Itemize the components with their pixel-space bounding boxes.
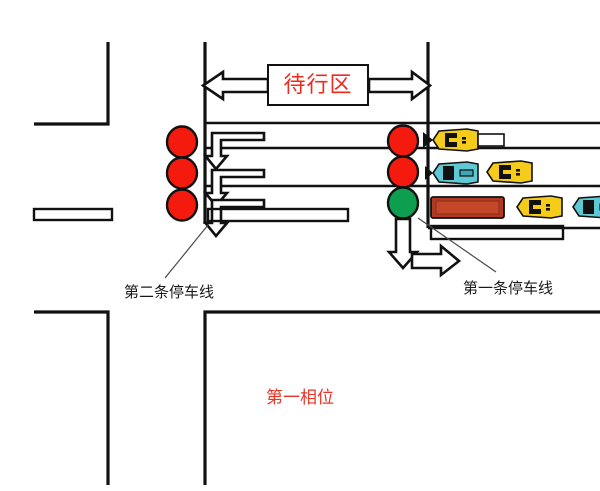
car-detail-b (462, 141, 466, 144)
second-stop-line (206, 207, 350, 223)
car-body (516, 195, 563, 219)
signal-lamp-red-1 (165, 125, 199, 159)
left-turn-arrow-lane-3 (202, 198, 266, 239)
first-stop-line-signals[interactable] (386, 124, 420, 220)
second-stop-line-signals[interactable] (165, 125, 199, 222)
car-cyan (572, 195, 600, 219)
car-windshield (499, 165, 511, 179)
waiting-zone-label: 待行区 (283, 72, 353, 97)
lane-1-vehicles (423, 128, 505, 152)
right-arrow-icon (410, 243, 462, 278)
left-turn-arrow-lane-1 (202, 131, 266, 172)
lane-3-vehicles (430, 195, 600, 219)
leader-lines (164, 217, 497, 279)
signal-lamp-red-2 (165, 156, 199, 190)
leader-second-stop-line (164, 224, 209, 279)
waiting-zone-arrows (200, 69, 433, 102)
car-heading-marker (423, 132, 433, 148)
car-detail-a (462, 137, 466, 140)
first-stop-line (429, 224, 565, 241)
car-windshield (583, 200, 594, 214)
lower-right-corner (203, 310, 600, 485)
car-trailer-box (477, 133, 505, 147)
car-detail-b (546, 208, 550, 211)
car-windshield (529, 200, 541, 214)
waiting-zone-box: 待行区 (267, 64, 369, 106)
car-detail-a (546, 204, 550, 207)
second-stop-line-label: 第二条停车线 (124, 284, 215, 301)
down-arrow-icon (386, 217, 420, 270)
first-stop-line-label: 第一条停车线 (463, 280, 554, 297)
flow-arrows (386, 217, 462, 278)
car-detail-b (516, 173, 520, 176)
road-edges (32, 42, 600, 485)
signal-lamp-red-3 (165, 188, 199, 222)
car-yellow (486, 160, 533, 184)
car-windshield (445, 133, 457, 147)
stop-lines (206, 207, 565, 241)
phase-label: 第一相位 (266, 388, 334, 407)
lane-2-vehicles (425, 160, 533, 185)
car-rear (459, 169, 474, 177)
car-cyan (425, 161, 479, 185)
car-yellow (516, 195, 563, 219)
car-windshield (443, 166, 454, 180)
car-detail-a (516, 169, 520, 172)
bus-red (430, 196, 505, 219)
car-body (486, 160, 533, 184)
bus-window-strip (435, 200, 500, 215)
arrow-left-icon (200, 69, 270, 102)
signal-lamp-green-1 (386, 186, 420, 220)
signal-lamp-red-2 (386, 155, 420, 189)
lower-left-corner (34, 310, 110, 485)
leader-first-stop-line (417, 217, 497, 273)
car-yellow (423, 128, 505, 152)
arrow-right-icon (367, 69, 433, 102)
upper-left-corner (34, 42, 110, 126)
car-body (432, 128, 479, 152)
signal-lamp-red-1 (386, 124, 420, 158)
car-heading-marker (425, 166, 433, 180)
crosswalk-bar (32, 207, 114, 222)
